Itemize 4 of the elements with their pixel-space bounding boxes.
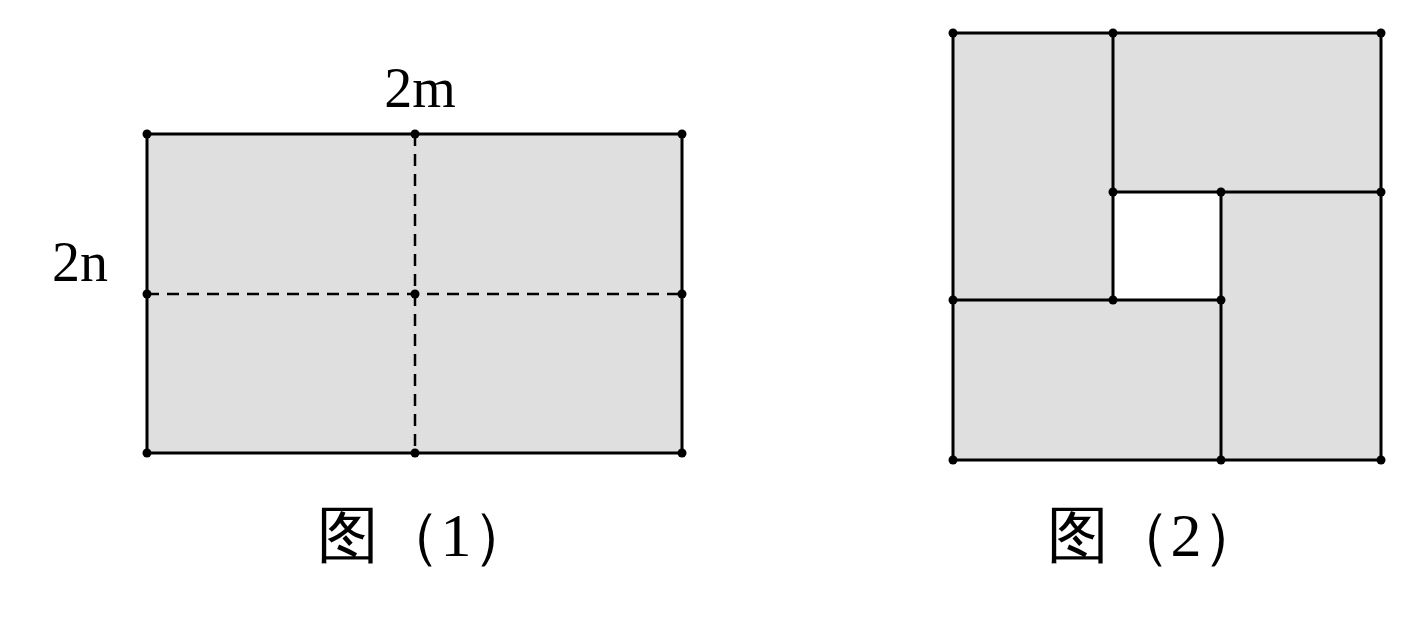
figure-caption: 图（1） — [316, 504, 534, 566]
dimension-label: 2n — [52, 234, 108, 290]
figure-caption: 图（2） — [1046, 504, 1264, 566]
dimension-label: 2m — [384, 60, 456, 116]
